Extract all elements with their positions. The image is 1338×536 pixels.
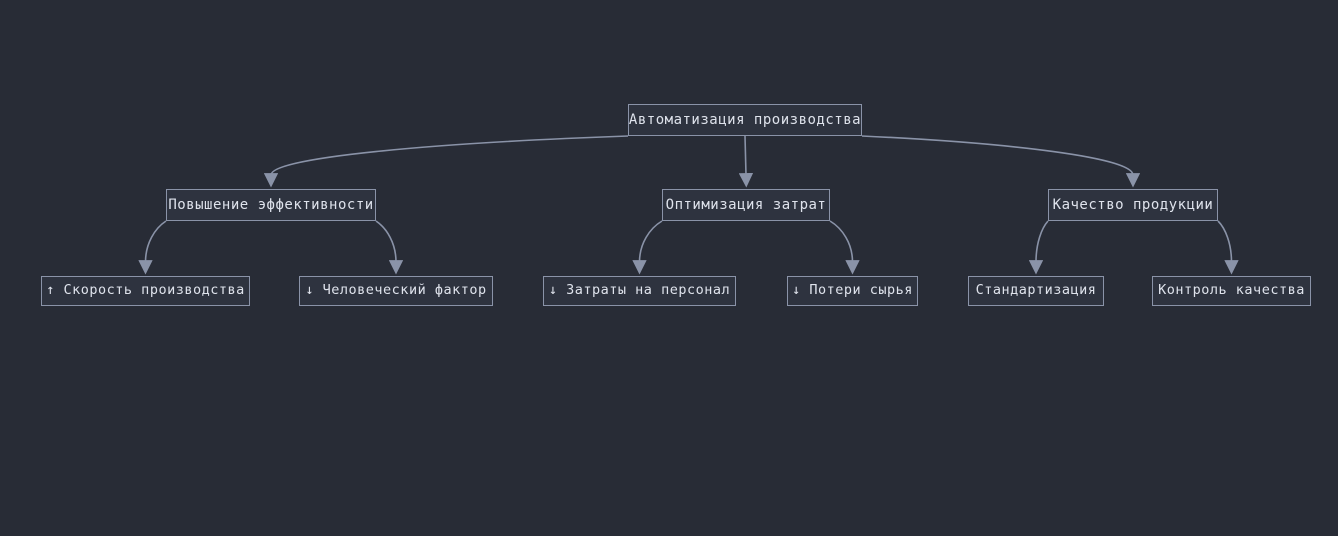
node-staff-costs-label: ↓ Затраты на персонал bbox=[548, 282, 731, 299]
node-production-speed[interactable]: ↑ Скорость производства bbox=[41, 276, 250, 306]
node-root-label: Автоматизация производства bbox=[628, 112, 862, 128]
edge-b1-to-l2 bbox=[375, 220, 404, 275]
edge-b3-to-l6 bbox=[1217, 220, 1239, 275]
edge-b2-to-l3 bbox=[632, 220, 663, 275]
node-staff-costs[interactable]: ↓ Затраты на персонал bbox=[543, 276, 736, 306]
node-efficiency[interactable]: Повышение эффективности bbox=[166, 189, 376, 221]
node-human-factor-label: ↓ Человеческий фактор bbox=[305, 282, 487, 299]
edge-root-to-b1 bbox=[263, 135, 629, 188]
node-cost-optimization-label: Оптимизация затрат bbox=[665, 197, 827, 213]
edge-b1-to-l1 bbox=[138, 220, 167, 275]
node-efficiency-label: Повышение эффективности bbox=[168, 197, 374, 213]
node-cost-optimization[interactable]: Оптимизация затрат bbox=[662, 189, 830, 221]
edge-b3-to-l5 bbox=[1028, 220, 1049, 275]
node-root[interactable]: Автоматизация производства bbox=[628, 104, 862, 136]
node-production-speed-label: ↑ Скорость производства bbox=[46, 282, 245, 299]
node-human-factor[interactable]: ↓ Человеческий фактор bbox=[299, 276, 493, 306]
node-quality-control[interactable]: Контроль качества bbox=[1152, 276, 1311, 306]
edge-b2-to-l4 bbox=[829, 220, 860, 275]
node-standardization-label: Стандартизация bbox=[975, 282, 1097, 299]
node-product-quality-label: Качество продукции bbox=[1052, 197, 1214, 213]
node-product-quality[interactable]: Качество продукции bbox=[1048, 189, 1218, 221]
node-standardization[interactable]: Стандартизация bbox=[968, 276, 1104, 306]
node-material-losses[interactable]: ↓ Потери сырья bbox=[787, 276, 918, 306]
edge-root-to-b2 bbox=[738, 135, 754, 188]
edge-root-to-b3 bbox=[861, 135, 1141, 188]
node-material-losses-label: ↓ Потери сырья bbox=[792, 282, 913, 299]
node-quality-control-label: Контроль качества bbox=[1158, 282, 1305, 299]
